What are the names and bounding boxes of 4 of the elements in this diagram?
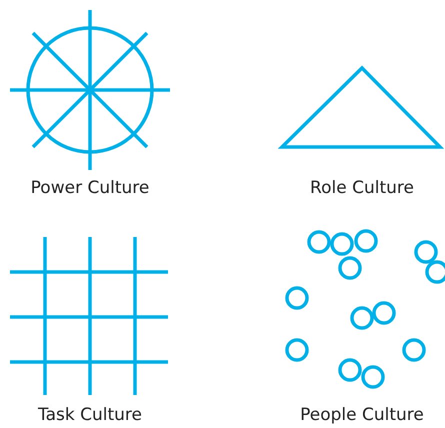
- caption: Task Culture: [38, 405, 142, 425]
- caption: Role Culture: [310, 178, 414, 198]
- caption: Power Culture: [30, 178, 150, 198]
- caption: People Culture: [300, 405, 424, 425]
